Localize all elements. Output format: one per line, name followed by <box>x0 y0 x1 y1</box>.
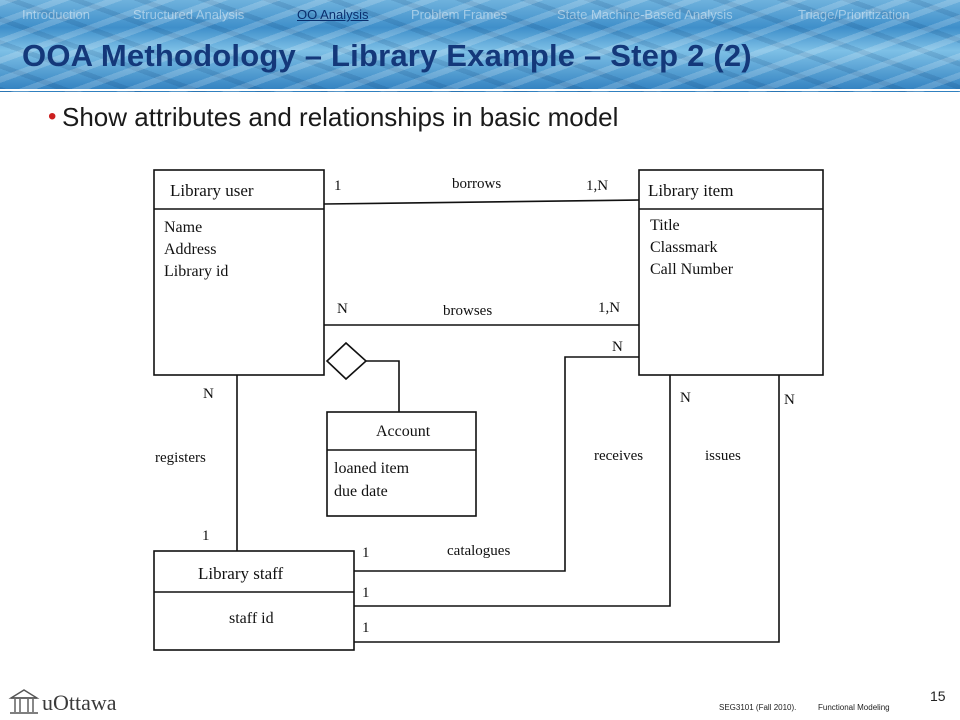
attribute-due-date: due date <box>334 483 388 500</box>
title-divider <box>0 89 960 91</box>
nav-item-state-machine[interactable]: State Machine-Based Analysis <box>557 7 733 22</box>
multiplicity-browses-item: 1,N <box>598 300 620 316</box>
association-line-receives <box>354 375 671 607</box>
multiplicity-catalogues-staff: 1 <box>362 545 370 561</box>
attribute-classmark: Classmark <box>650 239 718 256</box>
attribute-name: Name <box>164 219 202 236</box>
nav-item-introduction[interactable]: Introduction <box>22 7 90 22</box>
aggregation-diamond <box>325 341 368 381</box>
association-label-borrows: borrows <box>452 176 501 192</box>
bullet-icon: • <box>48 103 57 130</box>
attribute-library-id: Library id <box>164 263 228 280</box>
multiplicity-receives-item: N <box>680 390 691 406</box>
multiplicity-issues-item: N <box>784 392 795 408</box>
class-box-account <box>326 411 477 517</box>
multiplicity-catalogues-item: N <box>612 339 623 355</box>
footer-topic: Functional Modeling <box>818 703 890 712</box>
association-label-browses: browses <box>443 303 492 319</box>
class-name-library-user: Library user <box>170 181 254 200</box>
bullet-text: Show attributes and relationships in bas… <box>62 102 619 132</box>
attribute-loaned-item: loaned item <box>334 460 410 477</box>
nav-item-structured-analysis[interactable]: Structured Analysis <box>133 7 245 22</box>
association-line-catalogues <box>354 356 639 572</box>
slide-header: Introduction Structured Analysis OO Anal… <box>0 0 960 92</box>
university-logo-icon <box>8 689 40 714</box>
class-name-library-staff: Library staff <box>198 564 283 583</box>
association-label-catalogues: catalogues <box>447 543 510 559</box>
nav-item-triage[interactable]: Triage/Prioritization <box>798 7 910 22</box>
association-label-registers: registers <box>155 450 206 466</box>
multiplicity-borrows-user: 1 <box>334 178 342 194</box>
attribute-staff-id: staff id <box>229 610 274 627</box>
slide-title: OOA Methodology – Library Example – Step… <box>22 38 752 73</box>
association-line-account <box>366 360 400 412</box>
multiplicity-registers-user: N <box>203 386 214 402</box>
class-box-library-user <box>153 169 325 376</box>
association-line-issues <box>354 375 780 643</box>
class-name-account: Account <box>376 423 431 440</box>
multiplicity-receives-staff: 1 <box>362 585 370 601</box>
class-box-library-item <box>638 169 824 376</box>
association-label-issues: issues <box>705 448 741 464</box>
attribute-address: Address <box>164 241 216 258</box>
multiplicity-registers-staff: 1 <box>202 528 210 544</box>
attribute-title: Title <box>650 217 680 234</box>
university-logo-text: uOttawa <box>42 690 117 715</box>
footer-course: SEG3101 (Fall 2010). <box>719 703 797 712</box>
multiplicity-issues-staff: 1 <box>362 620 370 636</box>
section-nav: Introduction Structured Analysis OO Anal… <box>0 7 960 27</box>
class-name-library-item: Library item <box>648 181 733 200</box>
association-label-receives: receives <box>594 448 643 464</box>
multiplicity-borrows-item: 1,N <box>586 178 608 194</box>
attribute-call-number: Call Number <box>650 261 734 278</box>
nav-item-problem-frames[interactable]: Problem Frames <box>411 7 508 22</box>
page-number: 15 <box>930 688 946 704</box>
nav-item-oo-analysis[interactable]: OO Analysis <box>297 7 369 22</box>
association-line-borrows <box>323 199 640 205</box>
multiplicity-browses-user: N <box>337 301 348 317</box>
class-box-library-staff <box>153 550 355 651</box>
